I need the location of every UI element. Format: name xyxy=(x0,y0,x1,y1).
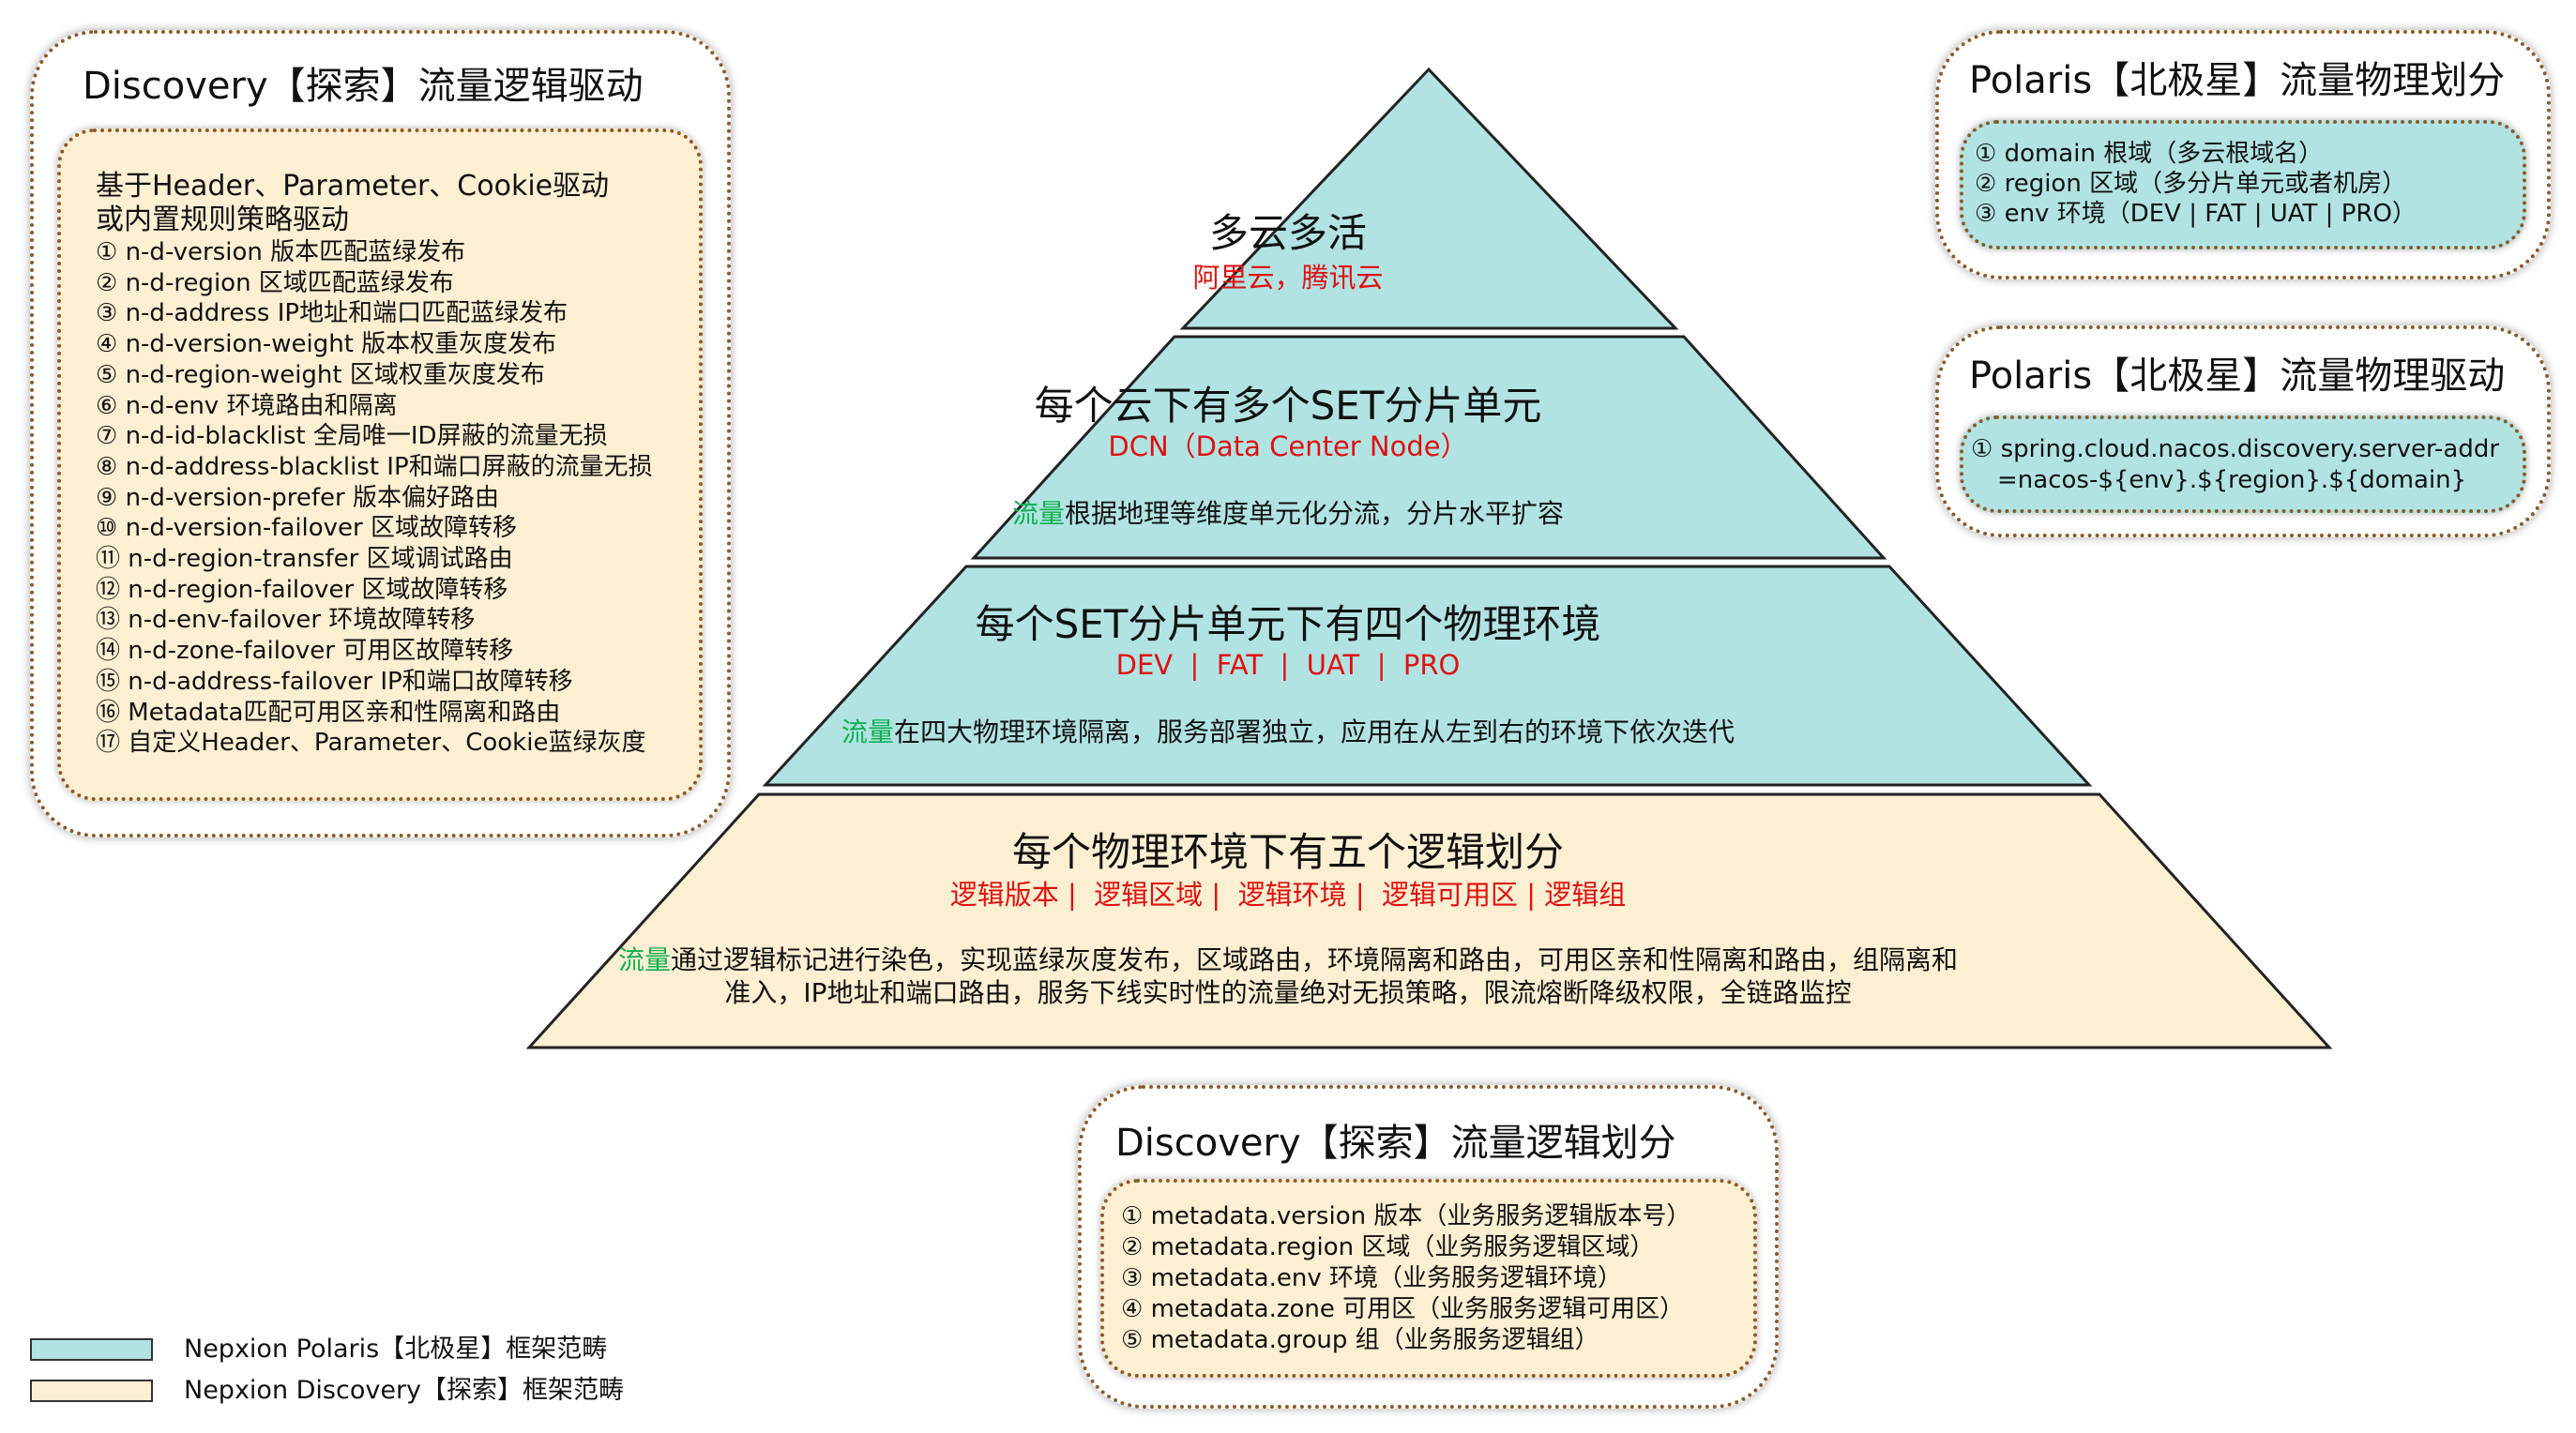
list-item: ⑮ n-d-address-failover IP和端口故障转移 xyxy=(96,667,573,696)
list-item: ③ env 环境（DEV | FAT | UAT | PRO） xyxy=(1975,200,2417,228)
polaris-physical-drive-panel: Polaris【北极星】流量物理驱动 ① spring.cloud.nacos.… xyxy=(1935,325,2551,537)
list-item: ③ n-d-address IP地址和端口匹配蓝绿发布 xyxy=(96,299,568,328)
intro-line: 或内置规则策略驱动 xyxy=(96,204,349,236)
list-item: ⑩ n-d-version-failover 区域故障转移 xyxy=(96,514,518,543)
discovery-logic-division-panel: Discovery【探索】流量逻辑划分 ① metadata.version 版… xyxy=(1078,1085,1779,1409)
traffic-highlight: 流量 xyxy=(841,716,894,747)
tier3-desc: 流量在四大物理环境隔离，服务部署独立，应用在从左到右的环境下依次迭代 xyxy=(0,719,2576,746)
panel-title: Discovery【探索】流量逻辑驱动 xyxy=(83,65,644,108)
list-item: ⑪ n-d-region-transfer 区域调试路由 xyxy=(96,545,513,574)
pyramid-tier-1 xyxy=(1179,67,1679,330)
tier3-subtitle: DEV | FAT | UAT | PRO xyxy=(1115,649,1461,681)
traffic-highlight: 流量 xyxy=(617,944,671,975)
tier4-desc-text: 通过逻辑标记进行染色，实现蓝绿灰度发布，区域路由，环境隔离和路由，可用区亲和性隔… xyxy=(671,944,1959,975)
intro-text: 基于Header、Parameter、Cookie驱动 或内置规则策略驱动 xyxy=(96,170,609,237)
panel-title: Polaris【北极星】流量物理划分 xyxy=(1969,59,2506,102)
legend-swatch-polaris xyxy=(30,1338,153,1361)
metadata-list: ① metadata.version 版本（业务服务逻辑版本号） ② metada… xyxy=(1121,1201,1690,1356)
list-item: ⑥ n-d-env 环境路由和隔离 xyxy=(96,391,398,420)
tier1-title: 多云多活 xyxy=(1208,210,1367,256)
list-item: ⑭ n-d-zone-failover 可用区故障转移 xyxy=(96,637,514,666)
tier2-subtitle: DCN（Data Center Node） xyxy=(1108,430,1468,462)
list-item: ⑰ 自定义Header、Parameter、Cookie蓝绿灰度 xyxy=(96,729,646,758)
polaris-physical-division-panel: Polaris【北极星】流量物理划分 ① domain 根域（多云根域名） ② … xyxy=(1935,30,2551,279)
list-item: ② region 区域（多分片单元或者机房） xyxy=(1975,170,2407,198)
tier1-subtitle: 阿里云，腾讯云 xyxy=(1192,262,1384,294)
pyramid-tier-3 xyxy=(762,565,2093,787)
panel-content: ① spring.cloud.nacos.discovery.server-ad… xyxy=(1960,415,2526,513)
list-item: ① domain 根域（多云根域名） xyxy=(1975,140,2324,168)
tier3-desc-text: 在四大物理环境隔离，服务部署独立，应用在从左到右的环境下依次迭代 xyxy=(894,716,1735,747)
config-value: =nacos-${env}.${region}.${domain} xyxy=(1997,466,2467,494)
discovery-logic-drive-panel: Discovery【探索】流量逻辑驱动 基于Header、Parameter、C… xyxy=(30,30,731,837)
config-key: ① spring.cloud.nacos.discovery.server-ad… xyxy=(1971,435,2500,463)
pyramid-tier-4 xyxy=(525,792,2333,1049)
list-item: ② n-d-region 区域匹配蓝绿发布 xyxy=(96,268,454,297)
list-item: ④ metadata.zone 可用区（业务服务逻辑可用区） xyxy=(1121,1295,1685,1323)
legend-label-polaris: Nepxion Polaris【北极星】框架范畴 xyxy=(184,1335,608,1364)
list-item: ⑤ metadata.group 组（业务服务逻辑组） xyxy=(1121,1326,1599,1354)
list-item: ⑬ n-d-env-failover 环境故障转移 xyxy=(96,606,476,635)
traffic-highlight: 流量 xyxy=(1011,498,1065,529)
tier4-subtitle: 逻辑版本 | 逻辑区域 | 逻辑环境 | 逻辑可用区 | 逻辑组 xyxy=(949,879,1627,911)
panel-content: 基于Header、Parameter、Cookie驱动 或内置规则策略驱动 ① … xyxy=(57,128,703,801)
list-item: ⑨ n-d-version-prefer 版本偏好路由 xyxy=(96,483,499,512)
tier4-desc-line2: 准入，IP地址和端口路由，服务下线实时性的流量绝对无损策略，限流熔断降级权限，全… xyxy=(724,977,1852,1008)
list-item: ③ metadata.env 环境（业务服务逻辑环境） xyxy=(1121,1264,1622,1292)
list-item: ② metadata.region 区域（业务服务逻辑区域） xyxy=(1121,1233,1655,1261)
legend-label-discovery: Nepxion Discovery【探索】框架范畴 xyxy=(184,1376,625,1405)
list-item: ⑦ n-d-id-blacklist 全局唯一ID屏蔽的流量无损 xyxy=(96,422,608,451)
list-item: ⑫ n-d-region-failover 区域故障转移 xyxy=(96,575,508,604)
tier3-title: 每个SET分片单元下有四个物理环境 xyxy=(975,601,1601,647)
tier2-desc-text: 根据地理等维度单元化分流，分片水平扩容 xyxy=(1065,498,1565,529)
tier2-title: 每个云下有多个SET分片单元 xyxy=(1034,383,1542,429)
list-item: ④ n-d-version-weight 版本权重灰度发布 xyxy=(96,330,557,359)
pyramid-tier-2 xyxy=(970,335,1887,560)
intro-line: 基于Header、Parameter、Cookie驱动 xyxy=(96,170,610,203)
panel-title: Discovery【探索】流量逻辑划分 xyxy=(1115,1122,1676,1165)
panel-title: Polaris【北极星】流量物理驱动 xyxy=(1969,354,2506,398)
panel-content: ① domain 根域（多云根域名） ② region 区域（多分片单元或者机房… xyxy=(1960,120,2526,249)
panel-content: ① metadata.version 版本（业务服务逻辑版本号） ② metada… xyxy=(1100,1179,1757,1378)
tier2-desc: 流量根据地理等维度单元化分流，分片水平扩容 xyxy=(0,501,2576,527)
list-item: ⑤ n-d-region-weight 区域权重灰度发布 xyxy=(96,360,545,389)
list-item: ① n-d-version 版本匹配蓝绿发布 xyxy=(96,238,466,266)
list-item: ① metadata.version 版本（业务服务逻辑版本号） xyxy=(1121,1202,1691,1230)
legend-swatch-discovery xyxy=(30,1380,153,1402)
tier4-title: 每个物理环境下有五个逻辑划分 xyxy=(1011,829,1564,875)
list-item: ⑯ Metadata匹配可用区亲和性隔离和路由 xyxy=(96,698,561,727)
tier4-desc-line1: 流量通过逻辑标记进行染色，实现蓝绿灰度发布，区域路由，环境隔离和路由，可用区亲和… xyxy=(0,947,2576,973)
list-item: ⑧ n-d-address-blacklist IP和端口屏蔽的流量无损 xyxy=(96,452,653,481)
